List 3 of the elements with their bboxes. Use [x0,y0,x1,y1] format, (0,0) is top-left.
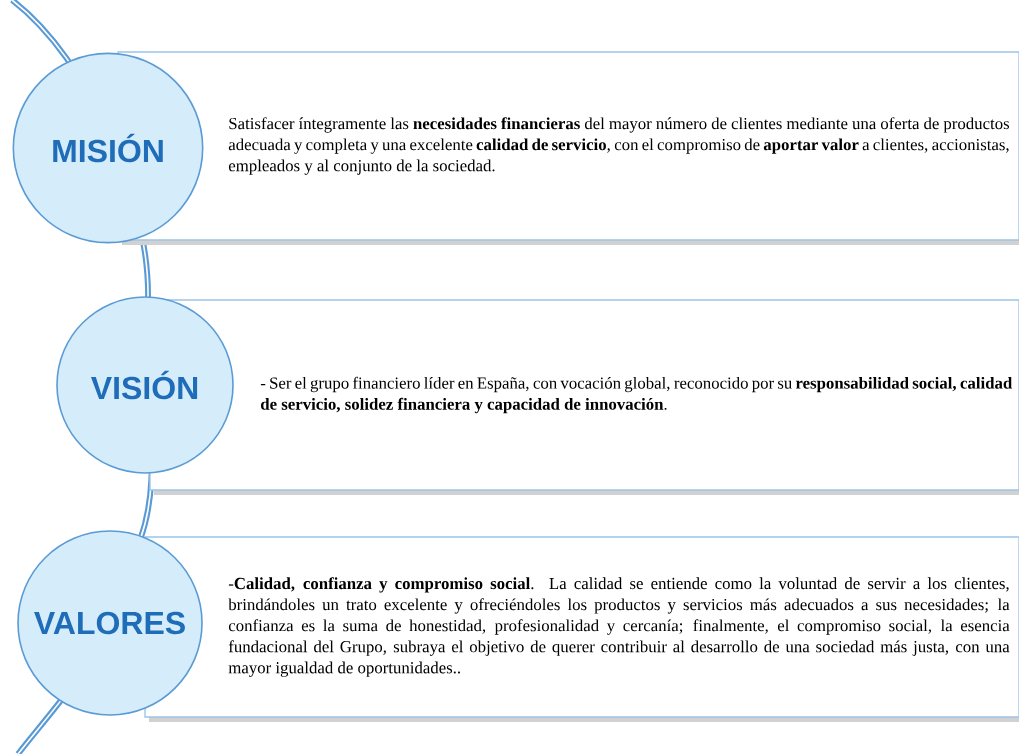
circle-label: MISIÓN [12,52,204,244]
circle-label: VISIÓN [56,296,234,474]
circle-label: VALORES [17,530,203,716]
